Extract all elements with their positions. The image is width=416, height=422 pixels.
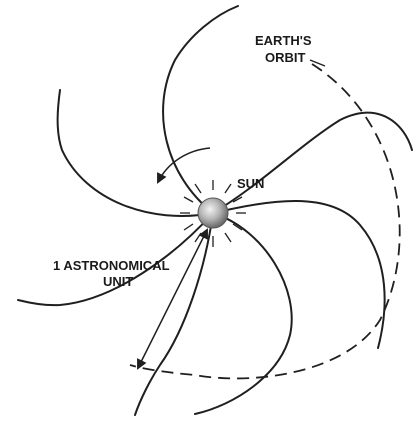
earths-orbit-label-line2: ORBIT xyxy=(265,50,306,65)
spiral-arm-5 xyxy=(194,212,293,415)
orbit-label-leader xyxy=(309,59,326,67)
earths-orbit xyxy=(129,63,401,380)
sun xyxy=(197,197,229,229)
astronomical-unit-arrow xyxy=(137,228,208,370)
spiral-arm-1 xyxy=(162,5,239,214)
spiral-arm-2 xyxy=(56,89,214,217)
astronomical-unit-label-line1: 1 ASTRONOMICAL xyxy=(53,258,170,273)
earths-orbit-label-line1: EARTH'S xyxy=(255,33,312,48)
spiral-arm-4 xyxy=(134,212,214,416)
spiral-arm-7 xyxy=(212,200,386,349)
spiral-arm-6 xyxy=(212,111,413,214)
rotation-arrow xyxy=(157,147,211,184)
astronomical-unit-label-line2: UNIT xyxy=(103,274,133,289)
sun-rays xyxy=(180,180,246,247)
sun-label: SUN xyxy=(237,176,264,191)
